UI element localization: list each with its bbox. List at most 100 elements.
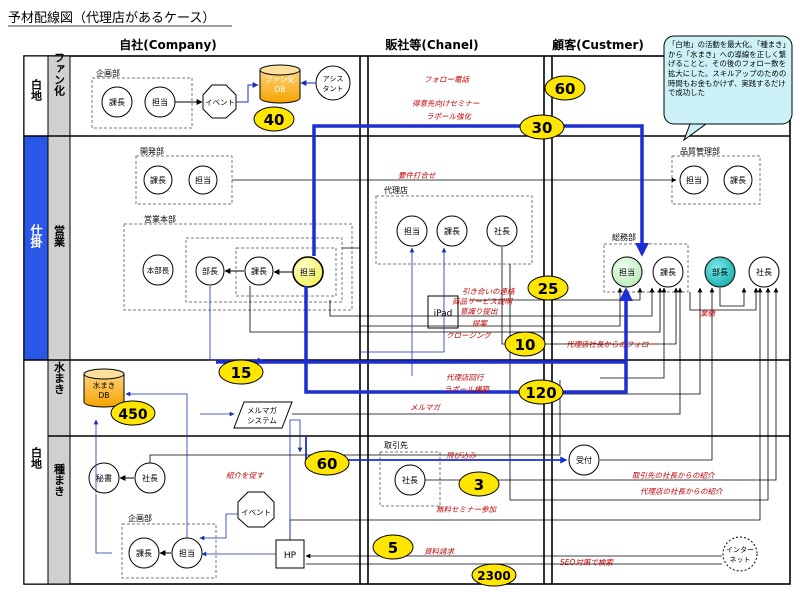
- label-product-explanation: 商品サービス説明: [452, 297, 513, 306]
- svg-text:担当: 担当: [152, 97, 168, 107]
- svg-text:社長: 社長: [402, 475, 418, 485]
- assistant-node: アシス タント: [315, 65, 351, 101]
- svg-text:担当: 担当: [179, 548, 195, 558]
- svg-text:営業本部: 営業本部: [144, 214, 176, 224]
- internet-node: インター ネット: [722, 536, 758, 572]
- svg-text:アシス: アシス: [323, 75, 344, 83]
- svg-text:総務部: 総務部: [612, 232, 636, 242]
- svg-text:社長: 社長: [142, 473, 158, 483]
- svg-text:タント: タント: [323, 84, 344, 93]
- svg-text:受付: 受付: [576, 455, 592, 465]
- label-agency-referral: 代理店の社長からの紹介: [640, 487, 724, 496]
- manager-node: [128, 537, 160, 569]
- svg-text:課長: 課長: [109, 97, 125, 107]
- svg-text:企画部: 企画部: [128, 513, 152, 523]
- hq-head-node: [142, 254, 174, 286]
- staff-node: [679, 165, 709, 195]
- svg-text:部長: 部長: [712, 267, 728, 277]
- svg-text:イベント: イベント: [205, 98, 235, 107]
- reception-node: 受付: [568, 444, 600, 476]
- svg-text:HP: HP: [284, 551, 297, 561]
- svg-text:担当: 担当: [404, 226, 420, 236]
- dev-dept: 開発部 課長 担当: [135, 146, 233, 205]
- label-seo-search: SEO対策で検索: [560, 558, 614, 567]
- badge-supplier: 3: [474, 476, 484, 494]
- badge-mizumaki-db: 450: [118, 407, 147, 423]
- agency-box: 代理店 担当 課長 社長: [375, 185, 533, 265]
- svg-text:社長: 社長: [756, 267, 772, 277]
- label-free-seminar: 無料セミナー参加: [436, 505, 497, 514]
- homepage-box: HP: [275, 539, 305, 569]
- badge-rapport: 15: [231, 364, 252, 382]
- badge-follow-call: 60: [555, 80, 576, 98]
- svg-text:担当: 担当: [195, 175, 211, 185]
- svg-text:代理店: 代理店: [384, 185, 408, 195]
- event-octagon-top: イベント: [202, 84, 237, 119]
- label-requirements-meeting: 要件打合せ: [398, 171, 436, 180]
- badge-doc-request: 5: [388, 539, 398, 557]
- svg-text:秘書: 秘書: [96, 473, 112, 483]
- customer-staff-node: [611, 256, 643, 288]
- label-prompt-referral: 紹介を促す: [226, 471, 265, 480]
- label-performance: 業績: [700, 309, 716, 318]
- svg-text:課長: 課長: [730, 175, 746, 185]
- row-label-hakuchi-bottom: 白地: [30, 446, 43, 469]
- badge-seminar: 30: [532, 119, 553, 137]
- svg-text:ネット: ネット: [730, 556, 751, 564]
- callout-text: 「白地」の活動を最大化。「種まき」から「水まき」への導線を正しく繋げることと、そ…: [668, 40, 790, 98]
- secretary-node: 秘書: [88, 462, 120, 494]
- manager-node: [723, 165, 753, 195]
- badge-cold-visit: 60: [317, 455, 338, 473]
- mizumaki-db-cylinder: 水まき DB: [83, 368, 125, 408]
- svg-text:DB: DB: [275, 85, 286, 94]
- agency-staff-node: [396, 215, 428, 247]
- customer-dept-head-node: 部長: [704, 256, 736, 288]
- label-cold-visit: 飛び込み: [446, 451, 476, 460]
- newsletter-system: メルマガ システム: [233, 401, 293, 429]
- label-proposal: 提案: [472, 319, 488, 328]
- svg-text:水まき: 水まき: [93, 380, 116, 390]
- row-label-mizumaki: 水まき: [53, 360, 66, 395]
- sales-hq: 営業本部 本部長 部長 課長 担当: [123, 214, 353, 311]
- thin-blue-connectors: [93, 247, 447, 557]
- count-badges: 60 40 30 25 10 15 120 450 60 3 5 2300: [110, 75, 586, 587]
- main-flow-lines: [216, 124, 649, 394]
- label-rapport-build: ラポール構築: [444, 385, 490, 394]
- svg-text:システム: システム: [247, 416, 277, 425]
- svg-text:課長: 課長: [660, 267, 676, 277]
- badge-seo: 2300: [477, 569, 510, 583]
- label-quote-submission: 意識り提出: [460, 307, 498, 316]
- label-supplier-referral: 取引先の社長からの紹介: [632, 471, 716, 480]
- badge-event: 40: [264, 111, 285, 129]
- fan-db-cylinder: ファン化 DB: [259, 64, 301, 104]
- svg-text:担当: 担当: [300, 267, 316, 277]
- label-agency-follow: 代理店社長からのフォロー: [566, 340, 656, 349]
- qa-dept: 品質管理部 担当 課長: [671, 146, 761, 205]
- svg-text:課長: 課長: [251, 266, 267, 276]
- staff-node: [188, 165, 218, 195]
- svg-text:イベント: イベント: [241, 508, 271, 517]
- diagram-title: 予材配線図（代理店があるケース）: [8, 10, 215, 26]
- svg-text:メルマガ: メルマガ: [247, 405, 277, 415]
- svg-text:品質管理部: 品質管理部: [680, 146, 720, 156]
- planning-dept-bottom: 企画部 課長 担当: [121, 513, 217, 579]
- customer-manager-node: [652, 256, 684, 288]
- ipad-device: iPad: [427, 295, 459, 329]
- agency-president-node: [486, 215, 518, 247]
- sales-staff-node: [292, 256, 324, 288]
- svg-text:本部長: 本部長: [147, 265, 170, 275]
- row-label-fan: ファン化: [53, 52, 66, 97]
- column-header-channel: 販社等(Chanel): [385, 37, 478, 52]
- president-node: 社長: [134, 462, 166, 494]
- badge-agency-visit: 120: [525, 384, 556, 402]
- label-closing: クロージング: [446, 331, 492, 340]
- column-header-customer: 顧客(Custmer): [552, 37, 644, 52]
- svg-text:部長: 部長: [202, 266, 218, 276]
- svg-text:ファン化: ファン化: [265, 74, 295, 84]
- manager-node: [143, 165, 173, 195]
- svg-text:担当: 担当: [686, 175, 702, 185]
- label-newsletter: メルマガ: [410, 403, 441, 412]
- svg-text:課長: 課長: [150, 175, 166, 185]
- customer-president-node: 社長: [748, 256, 780, 288]
